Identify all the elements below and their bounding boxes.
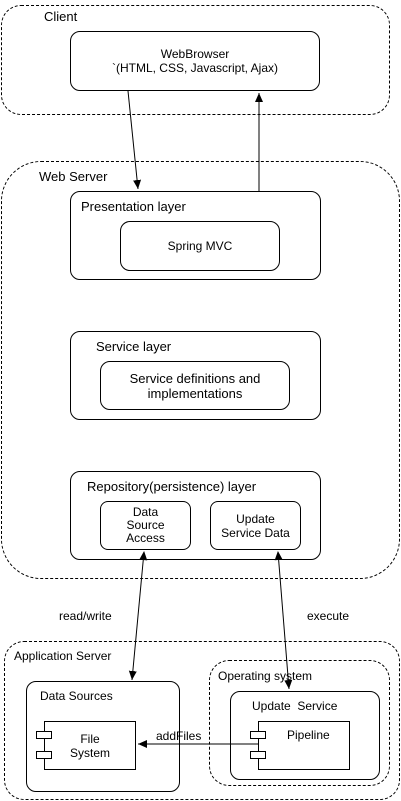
pipeline-component-tab-bottom [250, 751, 266, 759]
operating-system-title: Operating system [218, 669, 313, 683]
application-server-title: Application Server [14, 649, 112, 663]
service-definitions-line2: implementations [147, 385, 243, 401]
add-files-label: addFiles [156, 729, 202, 743]
repository-layer-title: Repository(persistence) layer [87, 479, 257, 494]
web-browser-label: WebBrowser [160, 47, 230, 61]
service-layer-title: Service layer [96, 339, 172, 354]
web-server-container [1, 161, 400, 579]
data-source-access-line3: Access [126, 531, 165, 545]
file-system-component: File System [44, 721, 136, 770]
update-service-data-line2: Service Data [221, 525, 290, 540]
execute-label: execute [307, 609, 350, 623]
data-sources-title: Data Sources [40, 689, 113, 703]
data-source-access-box: Data Source Access [100, 501, 191, 550]
service-definitions-line1: Service definitions and [129, 370, 261, 386]
web-server-title: Web Server [39, 169, 108, 184]
file-system-component-tab-top [36, 731, 52, 739]
service-definitions-box: Service definitions and implementations [100, 361, 290, 410]
file-system-line1: File [80, 731, 100, 746]
data-source-access-line2: Source [126, 518, 165, 532]
operating-system-container [209, 660, 390, 786]
pipeline-component: Pipeline [258, 721, 350, 770]
spring-mvc-box: Spring MVC [120, 221, 280, 271]
pipeline-label: Pipeline [287, 728, 330, 742]
client-title: Client [44, 9, 78, 24]
web-browser-technologies: `(HTML, CSS, Javascript, Ajax) [111, 61, 279, 75]
update-service-title: Update Service [252, 699, 338, 713]
presentation-layer-title: Presentation layer [81, 199, 186, 214]
update-service-data-line1: Update [236, 511, 275, 526]
read-write-label: read/write [59, 609, 112, 623]
spring-mvc-label: Spring MVC [167, 239, 233, 253]
file-system-line2: System [69, 745, 110, 760]
data-source-access-line1: Data [132, 505, 159, 519]
update-service-data-box: Update Service Data [210, 501, 301, 550]
application-server-container [4, 641, 400, 800]
pipeline-component-tab-top [250, 731, 266, 739]
file-system-component-tab-bottom [36, 751, 52, 759]
client-container [1, 5, 390, 115]
web-browser-box: WebBrowser `(HTML, CSS, Javascript, Ajax… [70, 31, 320, 91]
